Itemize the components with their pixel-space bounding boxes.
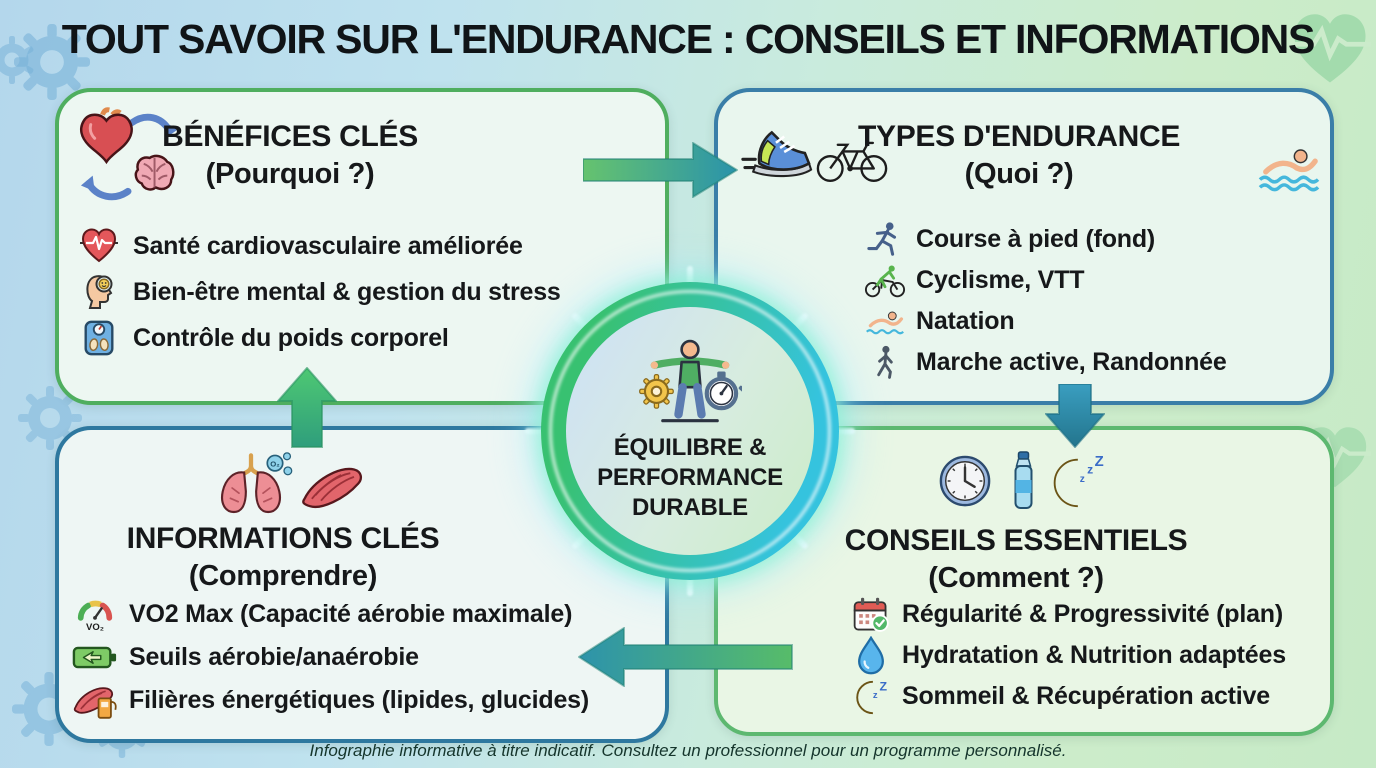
- list-item: VO₂ VO2 Max (Capacité aérobie maximale): [71, 593, 589, 636]
- center-caption-line: DURABLE: [632, 494, 748, 521]
- list-item-label: Cyclisme, VTT: [916, 266, 1085, 294]
- mind-wellbeing-icon: [75, 272, 123, 312]
- svg-text:Z: Z: [1095, 456, 1104, 470]
- calendar-check-icon: [850, 595, 892, 635]
- flow-arrow-left: [578, 627, 793, 687]
- walker-icon: [864, 344, 906, 382]
- list-item-label: Natation: [916, 307, 1015, 335]
- section-title: BÉNÉFICES CLÉS: [162, 120, 418, 153]
- water-drop-icon: [850, 635, 892, 676]
- flow-arrow-down: [1045, 384, 1105, 448]
- moon-sleep-icon: z z Z: [1053, 456, 1104, 508]
- section-subtitle: (Comprendre): [188, 560, 378, 592]
- types-list: Course à pied (fond) Cyclisme, VTT Natat…: [864, 219, 1227, 383]
- svg-text:z: z: [873, 689, 878, 700]
- list-item-label: Bien-être mental & gestion du stress: [133, 277, 561, 306]
- heart-pulse-icon: [75, 226, 123, 266]
- list-item-label: VO2 Max (Capacité aérobie maximale): [129, 600, 573, 628]
- list-item: Seuils aérobie/anaérobie: [71, 636, 589, 679]
- svg-text:z: z: [1087, 463, 1093, 477]
- center-caption-line: ÉQUILIBRE &: [613, 434, 767, 461]
- weight-scale-icon: [75, 319, 123, 357]
- stopwatch-icon: [704, 371, 742, 411]
- svg-text:VO₂: VO₂: [86, 622, 104, 633]
- list-item: Course à pied (fond): [864, 219, 1227, 260]
- center-caption-line: PERFORMANCE: [597, 464, 783, 491]
- flow-arrow-up: [277, 367, 337, 448]
- lungs-icon: O₂: [221, 452, 293, 514]
- list-item-label: Seuils aérobie/anaérobie: [129, 643, 419, 671]
- svg-text:z: z: [1080, 474, 1085, 485]
- flow-arrow-right: [583, 142, 738, 198]
- svg-text:Z: Z: [880, 679, 888, 693]
- list-item: Régularité & Progressivité (plan): [850, 594, 1286, 635]
- runner-icon: [864, 221, 906, 259]
- center-caption: ÉQUILIBRE & PERFORMANCE DURABLE: [597, 433, 783, 523]
- water-bottle-icon: [1014, 451, 1033, 509]
- list-item: Hydratation & Nutrition adaptées: [850, 635, 1286, 676]
- running-shoe-icon: [741, 130, 813, 178]
- section-subtitle: (Quoi ?): [964, 158, 1074, 190]
- section-header: BÉNÉFICES CLÉS (Pourquoi ?): [119, 118, 461, 193]
- section-subtitle: (Pourquoi ?): [205, 158, 375, 190]
- list-item: Filières énergétiques (lipides, glucides…: [71, 679, 589, 722]
- list-item-label: Contrôle du poids corporel: [133, 323, 449, 352]
- infos-list: VO₂ VO2 Max (Capacité aérobie maximale) …: [71, 593, 589, 722]
- section-subtitle: (Comment ?): [928, 562, 1104, 594]
- clock-icon: [939, 455, 991, 507]
- cyclist-icon: [864, 263, 906, 299]
- center-hub: ÉQUILIBRE & PERFORMANCE DURABLE: [566, 307, 814, 555]
- vo2-gauge-icon: VO₂: [71, 595, 119, 635]
- list-item-label: Hydratation & Nutrition adaptées: [902, 641, 1286, 669]
- gear-icon: [639, 373, 674, 409]
- svg-text:O₂: O₂: [270, 460, 280, 469]
- page-title: TOUT SAVOIR SUR L'ENDURANCE : CONSEILS E…: [61, 16, 1316, 62]
- muscle-icon: [302, 467, 362, 509]
- section-header: CONSEILS ESSENTIELS (Comment ?): [816, 522, 1216, 597]
- list-item: Natation: [864, 301, 1227, 342]
- list-item: Cyclisme, VTT: [864, 260, 1227, 301]
- conseils-list: Régularité & Progressivité (plan) Hydrat…: [850, 594, 1286, 717]
- list-item-label: Course à pied (fond): [916, 225, 1156, 253]
- benefits-list: Santé cardiovasculaire améliorée Bien-êt…: [75, 223, 561, 361]
- section-title: TYPES D'ENDURANCE: [857, 120, 1181, 153]
- energy-fuel-icon: [71, 680, 119, 722]
- section-title: INFORMATIONS CLÉS: [126, 522, 440, 555]
- list-item: Santé cardiovasculaire améliorée: [75, 223, 561, 269]
- section-types: TYPES D'ENDURANCE (Quoi ?) Course à pied…: [714, 88, 1334, 405]
- bicycle-icon: [816, 141, 888, 182]
- list-item: Bien-être mental & gestion du stress: [75, 269, 561, 315]
- list-item-label: Filières énergétiques (lipides, glucides…: [129, 686, 589, 714]
- list-item-label: Régularité & Progressivité (plan): [902, 600, 1283, 628]
- battery-icon: [71, 643, 119, 672]
- section-header: TYPES D'ENDURANCE (Quoi ?): [854, 118, 1184, 193]
- swimmer-icon: [1258, 149, 1320, 192]
- section-header: INFORMATIONS CLÉS (Comprendre): [83, 520, 483, 595]
- list-item: Contrôle du poids corporel: [75, 315, 561, 361]
- balance-person-icon: [639, 339, 742, 423]
- section-title: CONSEILS ESSENTIELS: [844, 524, 1188, 557]
- heart-brain-cycle-icon: [79, 107, 180, 201]
- list-item-label: Marche active, Randonnée: [916, 348, 1227, 376]
- list-item: Marche active, Randonnée: [864, 342, 1227, 383]
- swimmer-small-icon: [864, 305, 906, 339]
- list-item-label: Sommeil & Récupération active: [902, 682, 1270, 710]
- disclaimer-text: Infographie informative à titre indicati…: [309, 741, 1067, 760]
- list-item-label: Santé cardiovasculaire améliorée: [133, 231, 523, 260]
